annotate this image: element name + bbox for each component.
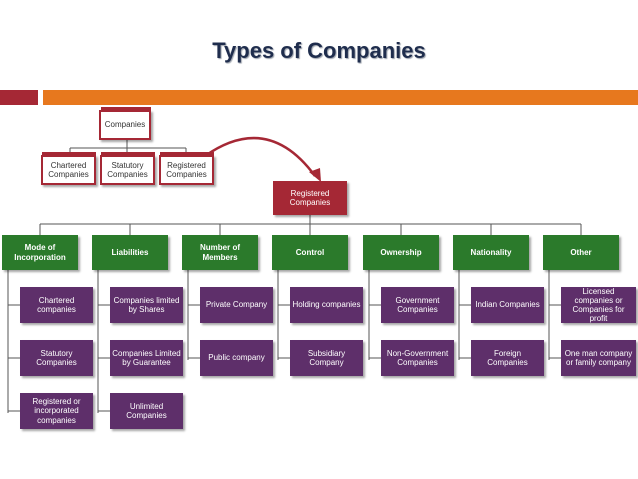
node-label: Registered Companies (289, 188, 331, 207)
accent-bar-red (0, 90, 38, 105)
category-ownership: Ownership (363, 235, 439, 270)
leaf-label: Statutory Companies (36, 348, 77, 367)
leaf-label: Public company (208, 353, 265, 363)
leaf-public-company: Public company (200, 340, 273, 376)
category-liabilities: Liabilities (92, 235, 168, 270)
leaf-label: Companies limited by Shares (113, 295, 180, 314)
leaf-private-company: Private Company (200, 287, 273, 323)
leaf-government-companies: Government Companies (381, 287, 454, 323)
leaf-label: Government Companies (395, 295, 440, 314)
node-statutory: Statutory Companies (100, 155, 155, 185)
leaf-one-man-company: One man company or family company (561, 340, 636, 376)
leaf-label: Holding companies (292, 300, 361, 310)
leaf-label: Companies Limited by Guarantee (112, 348, 181, 367)
root-label: Companies (104, 120, 146, 130)
node-registered: Registered Companies (159, 155, 214, 185)
category-label: Ownership (380, 247, 422, 257)
category-nationality: Nationality (453, 235, 529, 270)
category-number-of-members: Number of Members (182, 235, 258, 270)
category-label: Liabilities (111, 247, 149, 257)
leaf-label: Private Company (205, 300, 268, 310)
category-label: Control (295, 247, 325, 257)
leaf-holding-companies: Holding companies (290, 287, 363, 323)
leaf-non-government-companies: Non-Government Companies (381, 340, 454, 376)
leaf-foreign-companies: Foreign Companies (471, 340, 544, 376)
node-label: Chartered Companies (48, 160, 89, 179)
leaf-label: Licensed companies or Companies for prof… (572, 286, 625, 324)
page-title: Types of Companies (212, 38, 426, 63)
accent-bar-orange (43, 90, 638, 105)
category-control: Control (272, 235, 348, 270)
leaf-label: Indian Companies (475, 300, 540, 310)
node-chartered: Chartered Companies (41, 155, 96, 185)
category-label: Mode of Incorporation (14, 243, 66, 262)
category-label: Number of Members (200, 243, 240, 262)
leaf-statutory-companies: Statutory Companies (20, 340, 93, 376)
leaf-chartered-companies: Chartered companies (20, 287, 93, 323)
leaf-label: One man company or family company (564, 348, 633, 367)
node-registered-expanded: Registered Companies (273, 181, 347, 215)
category-label: Other (570, 247, 592, 257)
leaf-registered-incorporated: Registered or incorporated companies (20, 393, 93, 429)
leaf-label: Chartered companies (37, 295, 76, 314)
leaf-label: Registered or incorporated companies (32, 397, 81, 425)
root-node: Companies (99, 110, 151, 140)
leaf-label: Unlimited Companies (126, 401, 167, 420)
node-label: Registered Companies (166, 160, 207, 179)
node-label: Statutory Companies (107, 160, 148, 179)
leaf-label: Non-Government Companies (386, 348, 449, 367)
leaf-unlimited-companies: Unlimited Companies (110, 393, 183, 429)
leaf-licensed-companies: Licensed companies or Companies for prof… (561, 287, 636, 323)
leaf-limited-by-shares: Companies limited by Shares (110, 287, 183, 323)
leaf-label: Subsidiary Company (307, 348, 346, 367)
category-label: Nationality (470, 247, 512, 257)
leaf-limited-by-guarantee: Companies Limited by Guarantee (110, 340, 183, 376)
leaf-subsidiary-company: Subsidiary Company (290, 340, 363, 376)
category-mode-of-incorporation: Mode of Incorporation (2, 235, 78, 270)
leaf-label: Foreign Companies (487, 348, 528, 367)
category-other: Other (543, 235, 619, 270)
leaf-indian-companies: Indian Companies (471, 287, 544, 323)
